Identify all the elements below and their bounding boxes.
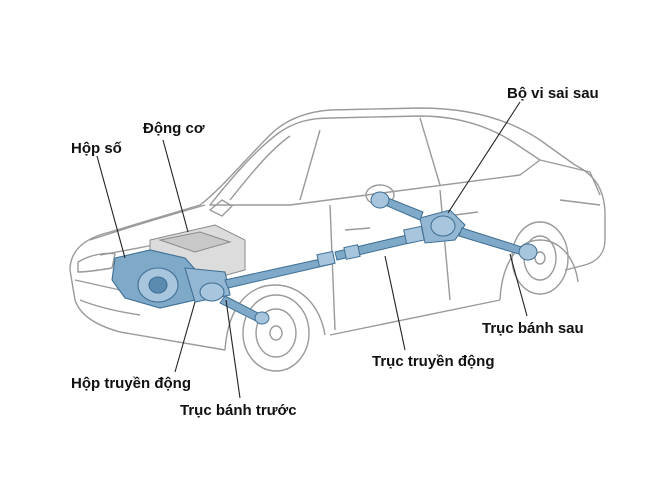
rear-axle-shafts: [370, 191, 538, 261]
transfer-case-leader: [174, 301, 196, 373]
front-axle-leader: [225, 299, 241, 399]
drive-shaft: [224, 225, 425, 289]
front-axle-shaft: [219, 295, 270, 325]
drive-shaft-leader: [384, 255, 406, 351]
rear-differential-unit: [419, 209, 466, 244]
leader-lines: [96, 101, 528, 399]
rear-differential-leader: [447, 101, 521, 214]
gearbox-assembly: [111, 249, 231, 309]
gearbox-leader: [96, 155, 126, 259]
label-drive-shaft: Trục truyền động: [372, 353, 495, 370]
label-engine: Động cơ: [143, 120, 205, 137]
label-gearbox: Hộp số: [71, 140, 122, 157]
label-transfer-case: Hộp truyền động: [71, 375, 191, 392]
label-rear-differential: Bộ vi sai sau: [507, 85, 599, 102]
engine-leader: [162, 139, 189, 233]
label-rear-axle: Trục bánh sau: [482, 320, 584, 337]
label-front-axle: Trục bánh trước: [180, 402, 297, 419]
rear-axle-leader: [509, 253, 528, 317]
